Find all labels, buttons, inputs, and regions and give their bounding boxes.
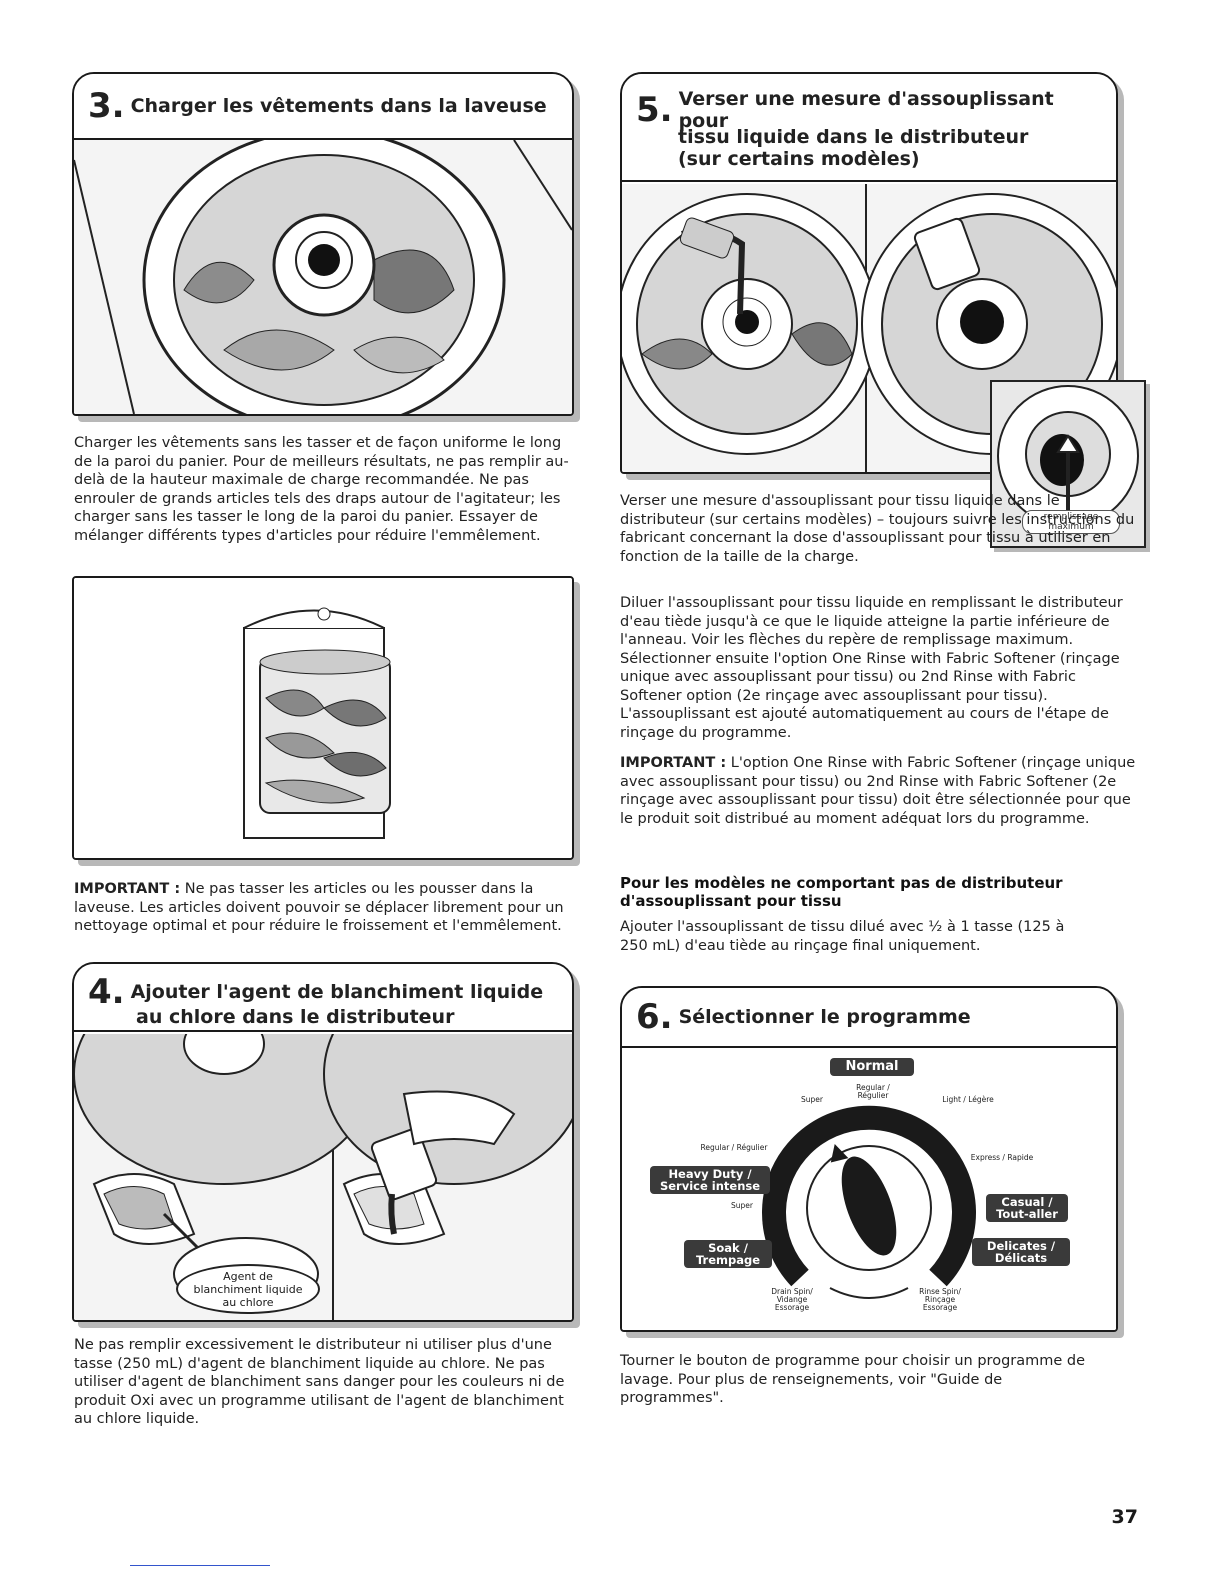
step6-paragraph: Tourner le bouton de programme pour choi… (620, 1353, 1086, 1406)
max-fill-callout: remplissage maximum (1022, 510, 1120, 534)
step6-header: 6. Sélectionner le programme (622, 988, 1116, 1048)
step4-title-line1: Ajouter l'agent de blanchiment liquide (130, 981, 544, 1003)
dial-label-drain: Drain Spin/ Vidange Essorage (771, 1287, 813, 1312)
step6-title: Sélectionner le programme (678, 1006, 971, 1028)
step4-title-line2: au chlore dans le distributeur (136, 1006, 455, 1028)
bleach-callout-text: Agent de blanchiment liquide au chlore (193, 1269, 303, 1309)
bottom-rule (130, 1565, 270, 1566)
step3-title: Charger les vêtements dans la laveuse (130, 95, 547, 117)
dial-label-soak[interactable]: Soak / Trempage (684, 1240, 772, 1268)
step5-paragraph2: Diluer l'assouplissant pour tissu liquid… (620, 595, 1123, 741)
step4-card: 4. Ajouter l'agent de blanchiment liquid… (72, 962, 574, 1322)
step4-header: 4. Ajouter l'agent de blanchiment liquid… (74, 964, 572, 1032)
step5-paragraph1: Verser une mesure d'assouplissant pour t… (620, 493, 1135, 565)
step3-basket-card (72, 576, 574, 860)
step5-subhead: Pour les modèles ne comportant pas de di… (620, 874, 1063, 910)
dial-label-express: Express / Rapide (970, 1153, 1034, 1162)
step6-number: 6. (636, 997, 673, 1037)
step3-number: 3. (88, 86, 125, 126)
dial-label-rinse: Rinse Spin/ Rinçage Essorage (919, 1287, 961, 1312)
step5-number: 5. (636, 90, 673, 130)
step4-bleach-illustration (74, 1034, 572, 1320)
basket-load-illustration (74, 578, 572, 858)
dial-label-heavy[interactable]: Heavy Duty / Service intense (650, 1166, 770, 1194)
step4-paragraph: Ne pas remplir excessivement le distribu… (74, 1337, 565, 1427)
step3-card: 3. Charger les vêtements dans la laveuse (72, 72, 574, 416)
dial-label-normal[interactable]: Normal (830, 1058, 914, 1076)
step5-header: 5. Verser une mesure d'assouplissant pou… (622, 74, 1116, 182)
program-dial: Normal Regular / Régulier Super Light / … (622, 1048, 1116, 1330)
dial-label-regular-left: Regular / Régulier (700, 1143, 768, 1152)
dial-label-light: Light / Légère (942, 1095, 994, 1104)
step4-number: 4. (88, 972, 125, 1012)
step5-subhead-text: Ajouter l'assouplissant de tissu dilué a… (620, 919, 1065, 954)
step3-washer-illustration (74, 140, 572, 414)
step5-title-line3: (sur certains modèles) (678, 148, 920, 170)
step5-important-text: L'option One Rinse with Fabric Softener … (620, 755, 1136, 827)
page-number: 37 (1111, 1506, 1138, 1528)
dial-label-regular-top: Regular / Régulier (856, 1083, 890, 1100)
step6-card: 6. Sélectionner le programme Normal Regu… (620, 986, 1118, 1332)
dial-label-super-top: Super (801, 1095, 823, 1104)
step3-important: IMPORTANT : Ne pas tasser les articles o… (74, 880, 574, 936)
dial-label-delicates[interactable]: Delicates / Délicats (972, 1238, 1070, 1266)
step5-important: IMPORTANT : L'option One Rinse with Fabr… (620, 754, 1140, 828)
step5-title-line2: tissu liquide dans le distributeur (678, 126, 1029, 148)
step3-paragraph: Charger les vêtements sans les tasser et… (74, 435, 569, 544)
step5-important-label: IMPORTANT : (620, 755, 727, 771)
max-fill-detail: remplissage maximum (990, 380, 1146, 548)
dial-label-super-left: Super (731, 1201, 753, 1210)
bleach-callout: Agent de blanchiment liquide au chlore (176, 1264, 320, 1314)
step3-important-label: IMPORTANT : (74, 881, 181, 897)
dial-label-casual[interactable]: Casual / Tout-aller (986, 1194, 1068, 1222)
step3-header: 3. Charger les vêtements dans la laveuse (74, 74, 572, 140)
step5-title-line1: Verser une mesure d'assouplissant pour (678, 88, 1054, 132)
step3-important-text: Ne pas tasser les articles ou les pousse… (74, 881, 564, 934)
